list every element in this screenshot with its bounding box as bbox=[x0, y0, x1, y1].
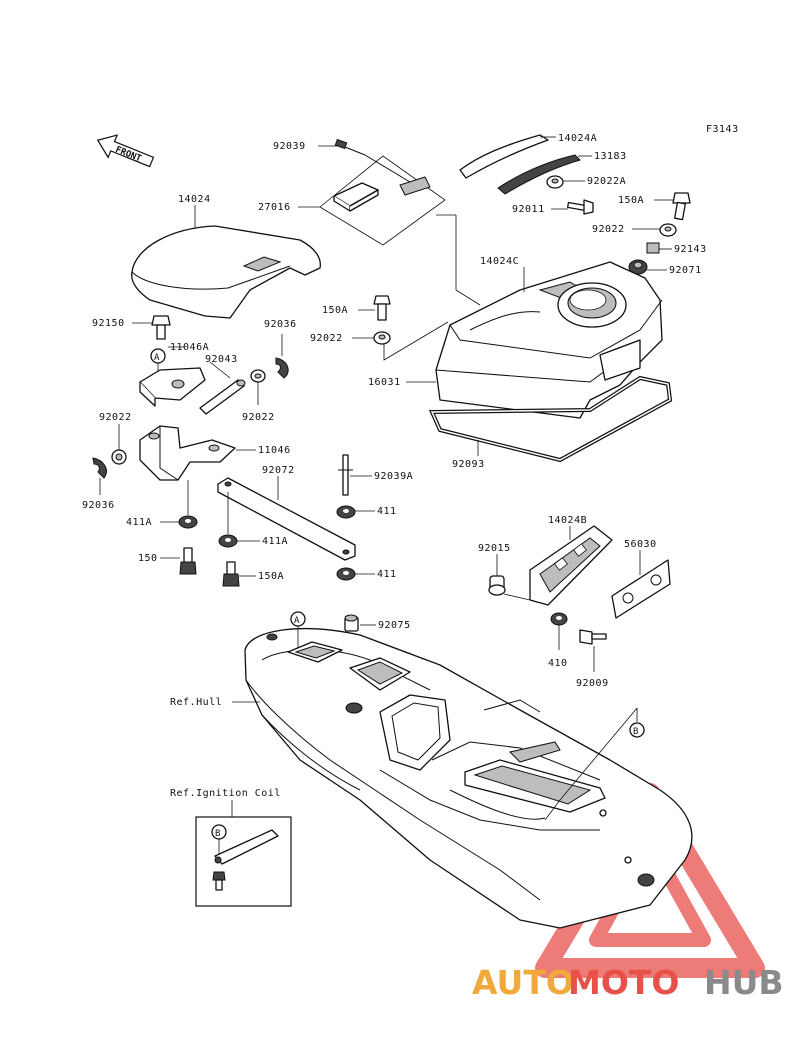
part-56030-label bbox=[611, 559, 671, 619]
label-92022-4: 92022 bbox=[99, 412, 132, 423]
part-92150-bolt bbox=[151, 315, 171, 340]
part-92075-cap bbox=[344, 614, 359, 632]
watermark-part-moto: MOTO bbox=[568, 963, 679, 1002]
part-11046-bracket bbox=[139, 425, 236, 481]
label-ref-hull: Ref.Hull bbox=[170, 697, 222, 708]
label-92039A: 92039A bbox=[374, 471, 413, 482]
part-92036-clip-lower bbox=[92, 457, 107, 479]
watermark-part-hub: HUB bbox=[704, 963, 784, 1002]
svg-text:A: A bbox=[154, 353, 160, 363]
figure-code: F3143 bbox=[706, 124, 739, 135]
label-150A-2: 150A bbox=[322, 305, 348, 316]
svg-text:A: A bbox=[294, 616, 300, 626]
part-13183-strip bbox=[497, 154, 581, 195]
part-16031-gasket bbox=[428, 375, 673, 463]
label-92022-1: 92022 bbox=[592, 224, 625, 235]
label-92009: 92009 bbox=[576, 678, 609, 689]
label-16031: 16031 bbox=[368, 377, 401, 388]
label-14024A: 14024A bbox=[558, 133, 597, 144]
part-92071-grommet bbox=[628, 259, 648, 275]
label-411-1: 411 bbox=[377, 506, 397, 517]
label-27016: 27016 bbox=[258, 202, 291, 213]
part-150A-bolt-upper bbox=[672, 192, 691, 221]
label-411A-2: 411A bbox=[262, 536, 288, 547]
part-92143-collar bbox=[646, 242, 660, 254]
part-150-bolt bbox=[179, 547, 197, 575]
label-92039: 92039 bbox=[273, 141, 306, 152]
part-14024-seat-cover bbox=[131, 225, 321, 319]
part-411-washer-lower bbox=[336, 567, 356, 581]
callout-b-hull: B bbox=[544, 707, 645, 821]
part-411A-washer-mid bbox=[218, 492, 238, 548]
label-150: 150 bbox=[138, 553, 158, 564]
label-14024: 14024 bbox=[178, 194, 211, 205]
part-11046A-bracket bbox=[139, 367, 206, 407]
part-ref-hull bbox=[244, 628, 693, 929]
part-410-washer bbox=[550, 612, 568, 626]
label-92071: 92071 bbox=[669, 265, 702, 276]
part-92039A-pin bbox=[338, 454, 353, 496]
label-92036-1: 92036 bbox=[264, 319, 297, 330]
label-92022-3: 92022 bbox=[242, 412, 275, 423]
part-150A-bolt-center bbox=[373, 295, 391, 321]
watermark-text: AUTO MOTO HUB bbox=[472, 963, 784, 1002]
label-150A-1: 150A bbox=[618, 195, 644, 206]
label-92022-2: 92022 bbox=[310, 333, 343, 344]
label-11046A: 11046A bbox=[170, 342, 209, 353]
label-13183: 13183 bbox=[594, 151, 627, 162]
part-92009-screw bbox=[579, 629, 607, 645]
label-92015: 92015 bbox=[478, 543, 511, 554]
label-56030: 56030 bbox=[624, 539, 657, 550]
callout-b-inset: B bbox=[215, 829, 220, 839]
part-92022A-washer bbox=[546, 175, 564, 189]
label-14024B: 14024B bbox=[548, 515, 587, 526]
label-411A-1: 411A bbox=[126, 517, 152, 528]
label-411-2: 411 bbox=[377, 569, 397, 580]
callout-a-upper: A bbox=[150, 348, 166, 378]
part-92015-grommet bbox=[488, 575, 506, 596]
part-92022-washer-left-upper bbox=[250, 369, 266, 383]
part-411A-washer-left bbox=[178, 480, 198, 529]
label-ref-ignition-coil: Ref.Ignition Coil bbox=[170, 788, 281, 799]
label-92036-2: 92036 bbox=[82, 500, 115, 511]
label-14024C: 14024C bbox=[480, 256, 519, 267]
label-92143: 92143 bbox=[674, 244, 707, 255]
label-92043: 92043 bbox=[205, 354, 238, 365]
part-92036-clip-upper bbox=[275, 357, 289, 379]
watermark-part-auto: AUTO bbox=[472, 963, 574, 1002]
part-92022-washer-left bbox=[111, 449, 127, 465]
part-14024B-plate bbox=[529, 525, 613, 606]
label-410: 410 bbox=[548, 658, 568, 669]
label-92011: 92011 bbox=[512, 204, 545, 215]
label-92022A: 92022A bbox=[587, 176, 626, 187]
part-14024C-engine-cover bbox=[435, 261, 663, 419]
part-14024A-strip bbox=[459, 134, 549, 179]
part-92039-cable bbox=[334, 138, 366, 156]
svg-text:B: B bbox=[633, 727, 638, 737]
label-92150: 92150 bbox=[92, 318, 125, 329]
label-92093: 92093 bbox=[452, 459, 485, 470]
part-92043-pin bbox=[199, 379, 246, 415]
label-11046: 11046 bbox=[258, 445, 291, 456]
label-92075: 92075 bbox=[378, 620, 411, 631]
part-92011-bolt bbox=[566, 199, 594, 215]
part-411-washer-upper bbox=[336, 505, 356, 519]
callout-a-lower: A bbox=[290, 611, 306, 648]
front-arrow: FRONT bbox=[96, 134, 155, 168]
part-150A-bolt-lower bbox=[222, 561, 240, 587]
part-92022-washer-center bbox=[373, 331, 391, 345]
label-150A-3: 150A bbox=[258, 571, 284, 582]
label-92072: 92072 bbox=[262, 465, 295, 476]
ignition-coil-inset-box: B bbox=[195, 816, 292, 907]
part-92022-washer-right bbox=[659, 223, 677, 237]
part-27016-bracket-box bbox=[319, 154, 446, 246]
part-92072-strap bbox=[217, 477, 356, 561]
